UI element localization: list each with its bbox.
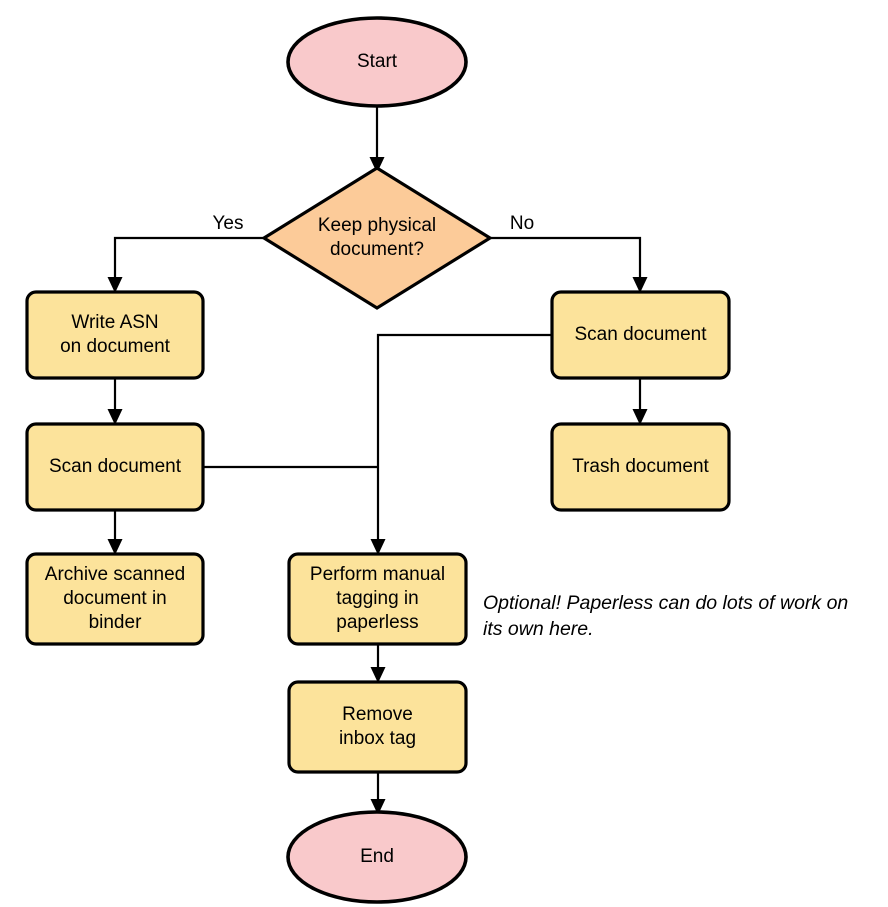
flow-node-trash-document[interactable]: Trash document [550,422,731,512]
flow-node-scan-document-right[interactable]: Scan document [550,290,731,380]
annotation-optional-note: Optional! Paperless can do lots of work … [483,592,848,640]
edge-label-no: No [510,213,534,234]
flow-node-scan-document-left[interactable]: Scan document [25,422,205,512]
edge-path [490,236,642,284]
edge-label-yes: Yes [213,213,244,234]
node-shape-rect [25,422,205,512]
node-shape-rect [287,552,468,646]
arrowhead-icon [107,409,123,425]
edge-path [113,236,264,284]
node-shape-rect [25,552,205,646]
node-label: End [360,846,394,867]
flow-edge-scan-document-left-to-archive [107,510,123,555]
node-shape-diamond [260,166,494,310]
flow-edge-decision-yes-to-write-asn: Yes [107,213,264,293]
node-shape-rect [550,290,731,380]
arrowhead-icon [369,157,385,173]
arrowhead-icon [370,799,386,815]
node-label: Start [357,51,398,72]
arrowhead-icon [370,539,386,555]
flow-edge-start-to-decision [369,106,385,173]
arrowhead-icon [632,277,648,293]
node-shape-rect [25,290,205,380]
flow-edge-remove-inbox-tag-to-end [370,772,386,815]
edge-path [376,333,552,546]
flow-edge-tagging-to-remove-inbox-tag [370,644,386,683]
arrowhead-icon [632,409,648,425]
flow-node-end[interactable]: End [286,810,468,904]
arrowhead-icon [107,539,123,555]
annotations-layer: Optional! Paperless can do lots of work … [483,592,848,640]
node-shape-rect [550,422,731,512]
flow-edge-decision-no-to-scan-document-right: No [490,213,648,293]
edges-layer: Yes No [107,106,648,815]
flow-node-start[interactable]: Start [286,16,468,108]
arrowhead-icon [370,667,386,683]
flow-edge-scan-document-right-to-tagging [370,333,552,555]
flow-edge-scan-document-right-to-trash [632,378,648,425]
node-label: Trash document [572,456,709,477]
node-label: Scan document [49,456,182,477]
flow-edge-write-asn-to-scan-document-left [107,378,123,425]
node-label: Scan document [574,324,707,345]
node-shape-rect [287,680,468,774]
node-shape-ellipse [286,810,468,904]
arrowhead-icon [107,277,123,293]
node-shape-ellipse [286,16,468,108]
